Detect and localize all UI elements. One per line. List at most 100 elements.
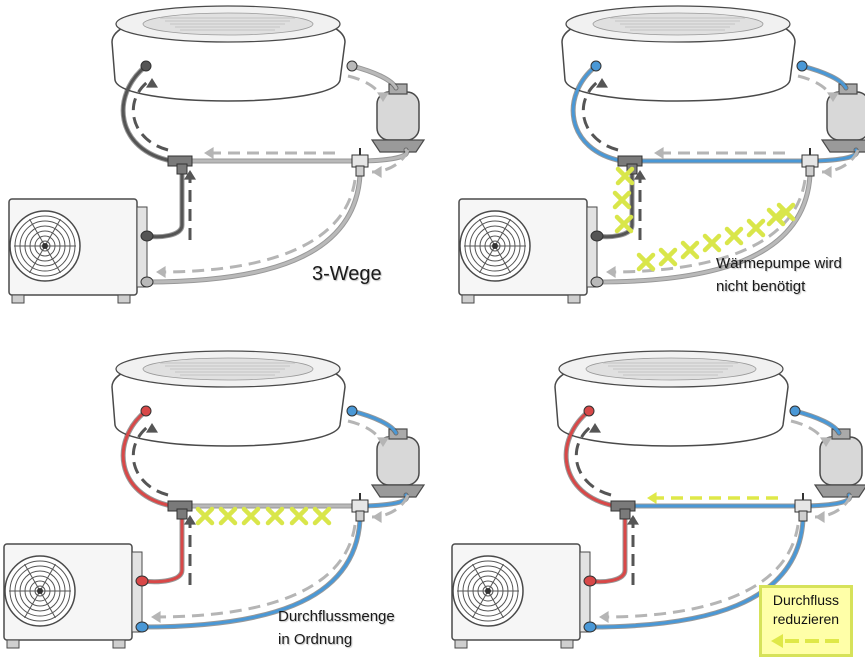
flow-to-heat-pump <box>602 524 800 619</box>
heat-pump-port-out <box>135 575 149 587</box>
pool-inlet-port <box>590 60 602 72</box>
panel-1 <box>8 5 426 304</box>
filter-base <box>370 139 426 153</box>
heat-pump-port-in <box>583 621 597 633</box>
flow-arrow-heat-pump-icon <box>606 266 616 278</box>
pool-inlet-port <box>140 405 152 417</box>
heat-pump-port-out <box>590 230 604 242</box>
flow-arrow-pool-icon <box>146 78 158 88</box>
flow-arrow-bypass-icon <box>654 147 664 159</box>
flow-into-filter <box>347 74 384 99</box>
flow-arrow-filter-icon <box>377 437 389 447</box>
heat-pump-port-in <box>140 276 154 288</box>
panel-3-label-line-1: Durchflussmenge <box>278 608 395 625</box>
blocked-path-cross-11 <box>776 202 796 222</box>
flow-to-pool <box>131 78 169 152</box>
flow-to-pool <box>574 423 612 497</box>
heat-pump-side <box>131 551 143 633</box>
three-way-valve <box>351 499 369 513</box>
blocked-path-cross-2 <box>218 506 238 526</box>
flow-arrow-heat-pump-icon <box>599 611 609 623</box>
pipe-heat-pump-in <box>595 173 812 284</box>
flow-arrow-bypass-icon <box>647 492 657 504</box>
pool-inlet-port <box>140 60 152 72</box>
pipe-heat-pump-out <box>140 506 184 584</box>
flow-arrow-pool-icon <box>596 78 608 88</box>
flow-to-pool <box>581 78 619 152</box>
heat-pump-port-out <box>583 575 597 587</box>
blocked-path-cross-9 <box>746 218 766 238</box>
blocked-path-cross-6 <box>680 240 700 260</box>
flow-arrow-tee-icon <box>184 515 196 525</box>
flow-to-heat-pump <box>159 179 357 274</box>
blocked-path-cross-1 <box>615 166 635 186</box>
flow-to-heat-pump <box>154 524 357 619</box>
heat-pump-port-in <box>135 621 149 633</box>
blocked-path-cross-4 <box>636 252 656 272</box>
filter-pump <box>370 428 426 498</box>
filter-pump <box>820 83 865 153</box>
flow-arrow-valve-icon <box>822 166 832 178</box>
blocked-path-cross-1 <box>195 506 215 526</box>
pool-outlet-port <box>346 60 358 72</box>
blocked-path-cross-5 <box>289 506 309 526</box>
pipe-pool-inlet <box>121 64 174 163</box>
flow-arrow-tee-icon <box>634 170 646 180</box>
heat-pump-side <box>579 551 591 633</box>
pipe-pool-outlet <box>793 409 841 435</box>
flow-arrow-valve-icon <box>372 511 382 523</box>
panel-4 <box>451 350 865 649</box>
filter-base <box>813 484 865 498</box>
flow-arrow-heat-pump-icon <box>156 266 166 278</box>
panel-1-label: 3-Wege <box>312 263 382 285</box>
flow-arrow-valve-icon <box>372 166 382 178</box>
flow-arrow-filter-icon <box>377 92 389 102</box>
pipe-heat-pump-in <box>140 518 362 629</box>
callout-line-2: reduzieren <box>772 611 840 627</box>
heat-pump-side <box>586 206 598 288</box>
blocked-path-cross-4 <box>265 506 285 526</box>
flow-arrow-pool-icon <box>146 423 158 433</box>
flow-into-filter <box>790 419 827 444</box>
blocked-path-cross-3 <box>614 214 634 234</box>
flow-to-heat-pump <box>609 179 807 274</box>
pool-inlet-port <box>583 405 595 417</box>
flow-arrow-tee-icon <box>184 170 196 180</box>
heat-pump-port-in <box>590 276 604 288</box>
blocked-path-cross-2 <box>612 190 632 210</box>
callout-line-1: Durchfluss <box>772 592 840 608</box>
three-way-valve <box>351 154 369 168</box>
blocked-path-cross-6 <box>312 506 332 526</box>
heat-pump <box>458 198 598 304</box>
filter-base <box>370 484 426 498</box>
flow-arrow-valve-icon <box>815 511 825 523</box>
pool-outlet-port <box>796 60 808 72</box>
filter-pump <box>813 428 865 498</box>
flow-into-filter <box>347 419 384 444</box>
flow-to-pool <box>131 423 169 497</box>
three-way-valve <box>801 154 819 168</box>
pipe-heat-pump-in <box>588 518 805 629</box>
pipe-pool-inlet <box>564 409 617 508</box>
heat-pump-side <box>136 206 148 288</box>
pipe-pool-outlet <box>800 64 848 90</box>
pipe-pool-outlet <box>350 64 398 90</box>
flow-arrow-pool-icon <box>589 423 601 433</box>
pipe-heat-pump-in <box>145 173 362 284</box>
blocked-path-cross-3 <box>241 506 261 526</box>
blocked-path-cross-8 <box>724 226 744 246</box>
blocked-path-cross-10 <box>766 207 786 227</box>
heat-pump <box>3 543 143 649</box>
flow-arrow-filter-icon <box>820 437 832 447</box>
panel-2-label-line-1: Wärmepumpe wird <box>716 255 842 272</box>
heat-pump-port-out <box>140 230 154 242</box>
flow-arrow-tee-icon <box>627 515 639 525</box>
pipe-pool-inlet <box>121 409 174 508</box>
pool-outlet-port <box>789 405 801 417</box>
flow-arrow-heat-pump-icon <box>151 611 161 623</box>
flow-arrow-left-icon <box>771 634 839 648</box>
panel-3 <box>3 350 426 649</box>
three-way-valve <box>794 499 812 513</box>
panel-2-label-line-2: nicht benötigt <box>716 278 806 295</box>
